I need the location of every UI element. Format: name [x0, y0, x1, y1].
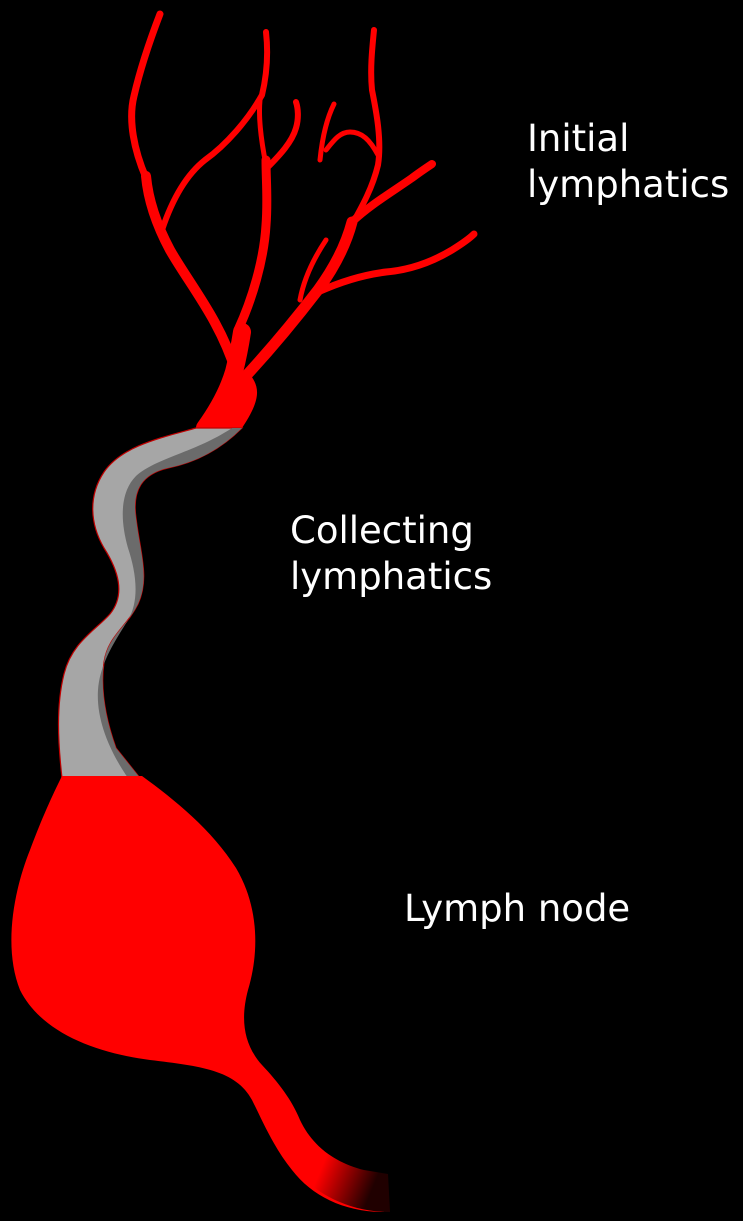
initial-lymphatics-base: [196, 372, 257, 428]
right-lateral-branch: [352, 164, 432, 222]
collecting-lymphatics-label-line1: Collecting: [290, 508, 492, 554]
efferent-vessel: [272, 1110, 390, 1212]
left-main-branch: [146, 176, 236, 372]
right-upper-branch: [350, 30, 379, 228]
initial-lymphatics-label-line1: Initial: [527, 116, 729, 162]
central-branch: [238, 160, 267, 330]
left-mid-branch: [162, 32, 267, 230]
initial-lymphatics-label: Initial lymphatics: [527, 116, 729, 208]
collecting-lymphatics-vessel: [59, 428, 243, 778]
initial-lymphatics-label-line2: lymphatics: [527, 162, 729, 208]
collecting-lymphatics-label: Collecting lymphatics: [290, 508, 492, 600]
right-mid-twig: [326, 132, 378, 155]
lymph-node-body: [11, 776, 384, 1212]
left-upper-branch: [132, 14, 160, 178]
collecting-lymphatics-label-line2: lymphatics: [290, 554, 492, 600]
initial-lymphatics-branches: [132, 14, 474, 428]
central-right-twig: [267, 102, 298, 168]
lymph-node-label: Lymph node: [404, 886, 630, 932]
lymph-node-label-line1: Lymph node: [404, 886, 630, 932]
central-left-twig: [259, 100, 266, 165]
